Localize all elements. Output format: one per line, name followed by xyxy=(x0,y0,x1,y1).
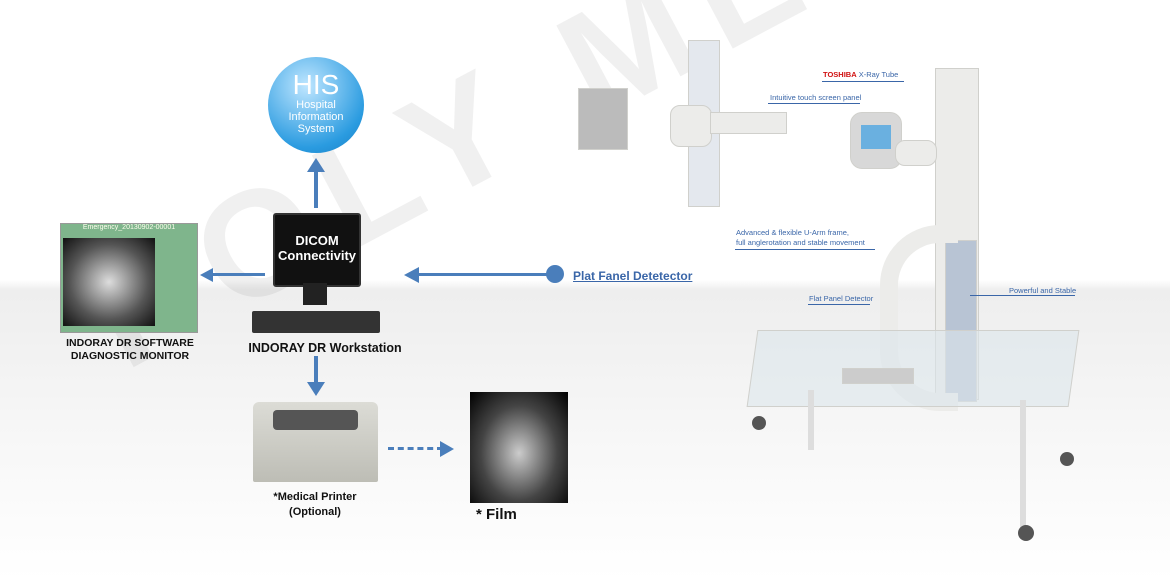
keyboard xyxy=(252,311,380,333)
caster-wheel xyxy=(752,416,766,430)
background-touch-panel xyxy=(670,105,712,147)
his-title: HIS xyxy=(292,69,340,100)
background-detector-panel xyxy=(578,88,628,150)
touch-screen xyxy=(861,125,891,149)
arrow-head-right xyxy=(440,441,454,457)
dashed-arrow-to-film xyxy=(388,447,443,450)
touch-panel-annotation: Intuitive touch screen panel xyxy=(770,93,862,102)
caster-wheel xyxy=(1018,525,1034,541)
his-circle: HIS Hospital Information System xyxy=(268,57,364,153)
monitor-label-line2: DIAGNOSTIC MONITOR xyxy=(70,350,190,362)
table-leg xyxy=(1020,400,1026,530)
monitor-stand xyxy=(303,283,327,305)
connectivity-text: Connectivity xyxy=(277,248,356,263)
xray-tube-label: X-Ray Tube xyxy=(858,70,899,79)
plat-fanel-detector-link[interactable]: Plat Fanel Detetector xyxy=(573,269,693,283)
touch-screen-panel xyxy=(850,112,902,169)
arrow-head-up xyxy=(307,158,325,172)
leader-line xyxy=(735,249,875,250)
xray-film xyxy=(470,392,568,503)
diagnostic-monitor-screen: Emergency_20130902-00001 xyxy=(60,223,198,333)
arrow-head-left-2 xyxy=(404,267,419,283)
detector-dot xyxy=(546,265,564,283)
leader-line xyxy=(768,103,860,104)
toshiba-brand: TOSHIBA xyxy=(823,70,857,79)
arrow-to-printer xyxy=(314,356,318,384)
printer-label: *Medical Printer (Optional) xyxy=(240,490,390,520)
screen-header: Emergency_20130902-00001 xyxy=(82,224,176,231)
leader-line xyxy=(822,81,904,82)
printer-label-line2: (Optional) xyxy=(289,506,341,518)
printer-label-line1: *Medical Printer xyxy=(273,491,357,503)
leader-line xyxy=(970,295,1075,296)
table-leg-2 xyxy=(808,390,814,450)
xray-tube xyxy=(895,140,937,166)
stable-annotation: Powerful and Stable xyxy=(1009,286,1077,295)
u-arm-annotation: Advanced & flexible U-Arm frame, full an… xyxy=(736,228,865,248)
workstation-label: INDORAY DR Workstation xyxy=(248,341,402,355)
u-arm-line1: Advanced & flexible U-Arm frame, xyxy=(736,228,849,237)
arrow-to-monitor xyxy=(213,273,265,276)
flat-panel-detector xyxy=(842,368,914,384)
caster-wheel xyxy=(1060,452,1074,466)
arrow-to-his xyxy=(314,168,318,208)
monitor-label-line1: INDORAY DR SOFTWARE xyxy=(66,337,194,349)
arrow-from-detector xyxy=(418,273,556,276)
flat-panel-annotation: Flat Panel Detector xyxy=(809,294,874,303)
leader-line xyxy=(808,304,870,305)
medical-printer xyxy=(253,402,378,482)
xray-tube-annotation: TOSHIBA X-Ray Tube xyxy=(823,70,898,79)
film-label: * Film xyxy=(476,506,517,523)
background-arm xyxy=(710,112,787,134)
arrow-head-down xyxy=(307,382,325,396)
diagnostic-monitor-label: INDORAY DR SOFTWARE DIAGNOSTIC MONITOR xyxy=(40,337,220,363)
printer-tray xyxy=(273,410,358,430)
dicom-text: DICOM xyxy=(295,233,339,248)
his-subtitle: Hospital Information System xyxy=(288,99,344,135)
chest-xray-image xyxy=(63,238,155,326)
arrow-head-left xyxy=(200,268,213,282)
u-arm-line2: full anglerotation and stable movement xyxy=(736,238,865,247)
